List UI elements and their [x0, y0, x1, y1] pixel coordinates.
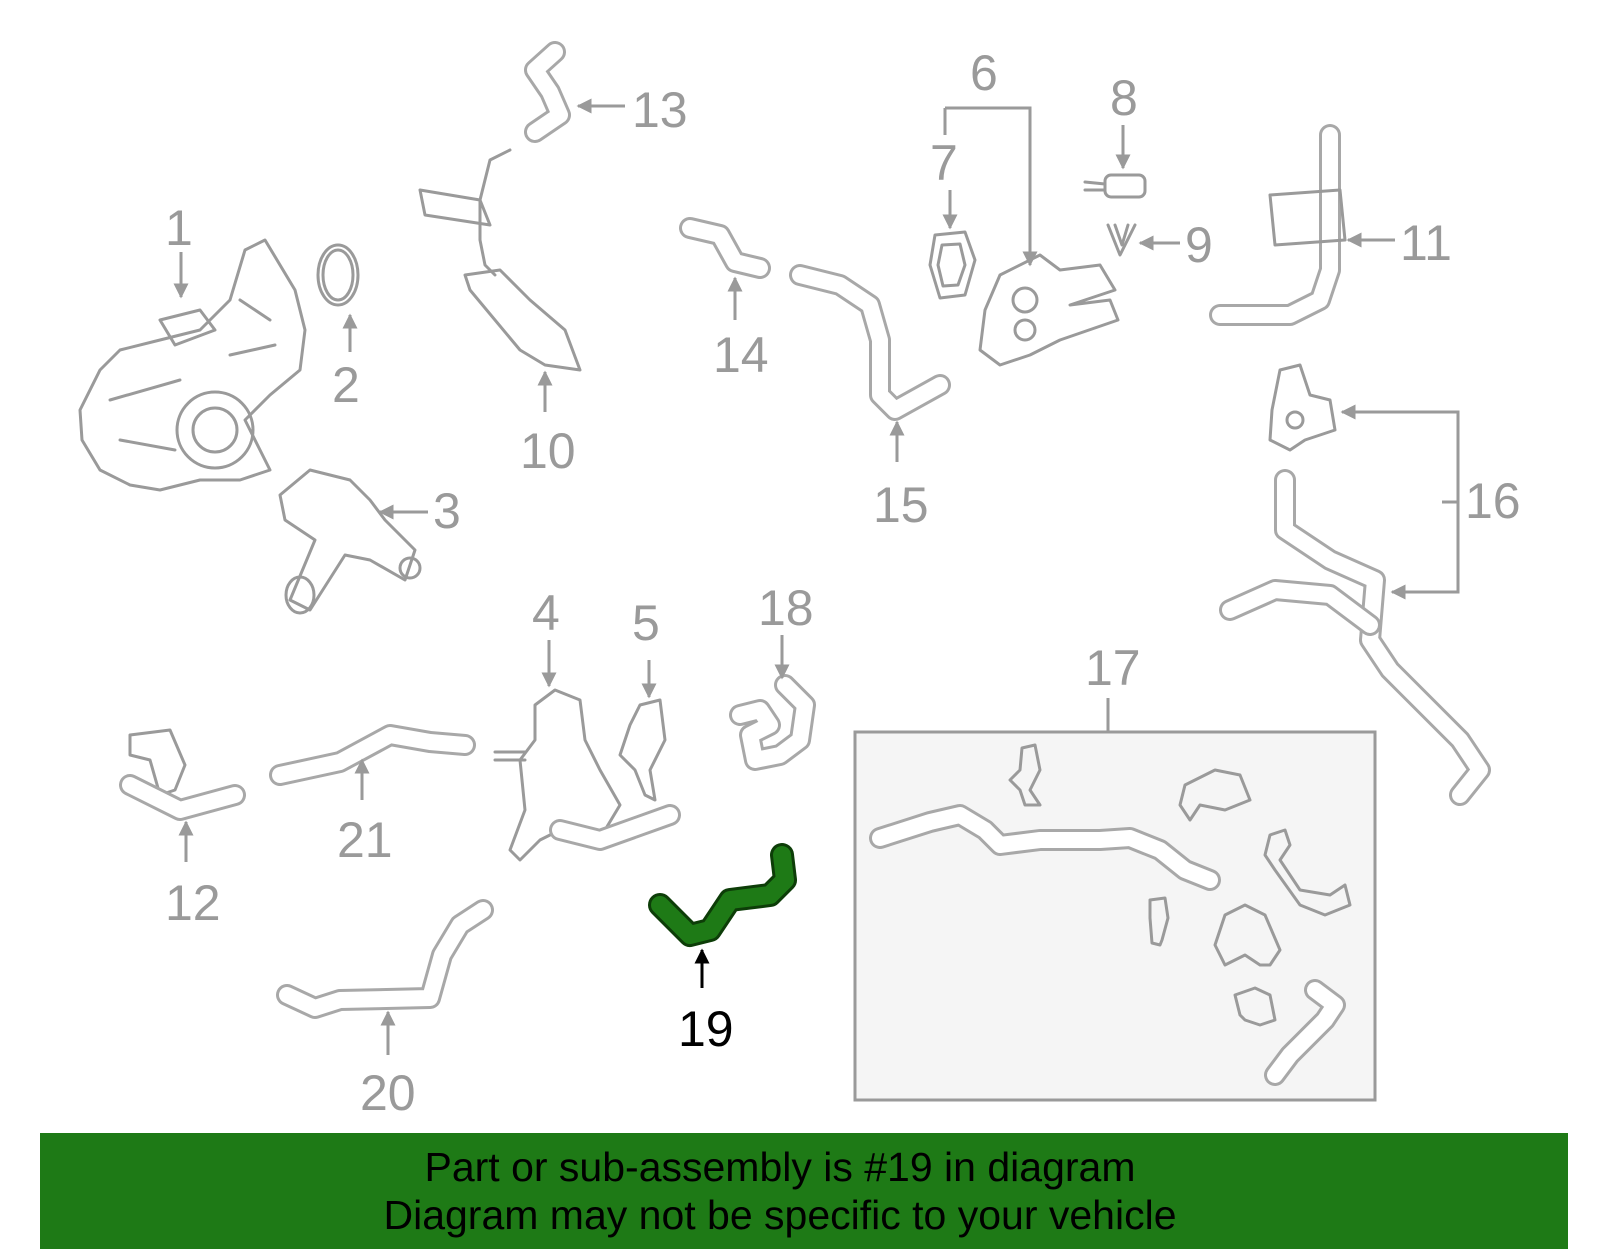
- part-18-hose[interactable]: [729, 674, 816, 771]
- callout-15: 15: [873, 477, 929, 533]
- callout-17: 17: [1085, 640, 1141, 696]
- part-20-pipe[interactable]: [276, 899, 494, 1019]
- callout-6: 6: [970, 45, 998, 101]
- callout-5: 5: [632, 595, 660, 651]
- callout-21: 21: [337, 812, 393, 868]
- part-14-pipe[interactable]: [679, 217, 771, 279]
- callout-20: 20: [360, 1065, 416, 1121]
- part-5-bracket[interactable]: [618, 698, 667, 802]
- callout-16: 16: [1465, 473, 1521, 529]
- part-9-clip[interactable]: [1106, 223, 1137, 257]
- callout-18: 18: [758, 580, 814, 636]
- callout-9: 9: [1185, 217, 1213, 273]
- part-19-hose-highlighted[interactable]: [648, 843, 797, 947]
- part-16-valve[interactable]: [1268, 363, 1337, 452]
- callout-14: 14: [713, 327, 769, 383]
- callout-19: 19: [678, 1001, 734, 1057]
- callout-12: 12: [165, 875, 221, 931]
- callout-13: 13: [632, 82, 688, 138]
- callout-8: 8: [1110, 70, 1138, 126]
- part-15-hose[interactable]: [789, 264, 951, 421]
- callout-4: 4: [532, 585, 560, 641]
- part-3-thermostat[interactable]: [278, 468, 422, 615]
- callout-7: 7: [930, 135, 958, 191]
- callout-3: 3: [433, 483, 461, 539]
- part-4-thermostat-housing[interactable]: [493, 688, 681, 862]
- part-2-oring[interactable]: [316, 243, 360, 307]
- footer-line-1: Part or sub-assembly is #19 in diagram: [424, 1144, 1136, 1190]
- part-21-pipe[interactable]: [269, 724, 476, 786]
- footer-line-2: Diagram may not be specific to your vehi…: [383, 1192, 1177, 1238]
- callout-2: 2: [332, 357, 360, 413]
- callout-1: 1: [165, 200, 193, 256]
- part-10-pipe-bracket[interactable]: [418, 148, 582, 372]
- part-7-gasket[interactable]: [928, 230, 977, 300]
- part-16-hose[interactable]: [1219, 469, 1491, 806]
- part-1-housing[interactable]: [78, 238, 307, 492]
- callout-11: 11: [1400, 215, 1452, 271]
- footer-banner: Part or sub-assembly is #19 in diagram D…: [40, 1133, 1568, 1249]
- part-8-sensor[interactable]: [1083, 173, 1147, 199]
- part-11-valve-hose[interactable]: [1209, 124, 1347, 326]
- callout-10: 10: [520, 423, 576, 479]
- part-13-hose[interactable]: [524, 41, 571, 143]
- part-12-pipe-bracket[interactable]: [119, 728, 246, 821]
- part-6-housing[interactable]: [978, 253, 1120, 367]
- part-17-kit-box[interactable]: [853, 730, 1377, 1102]
